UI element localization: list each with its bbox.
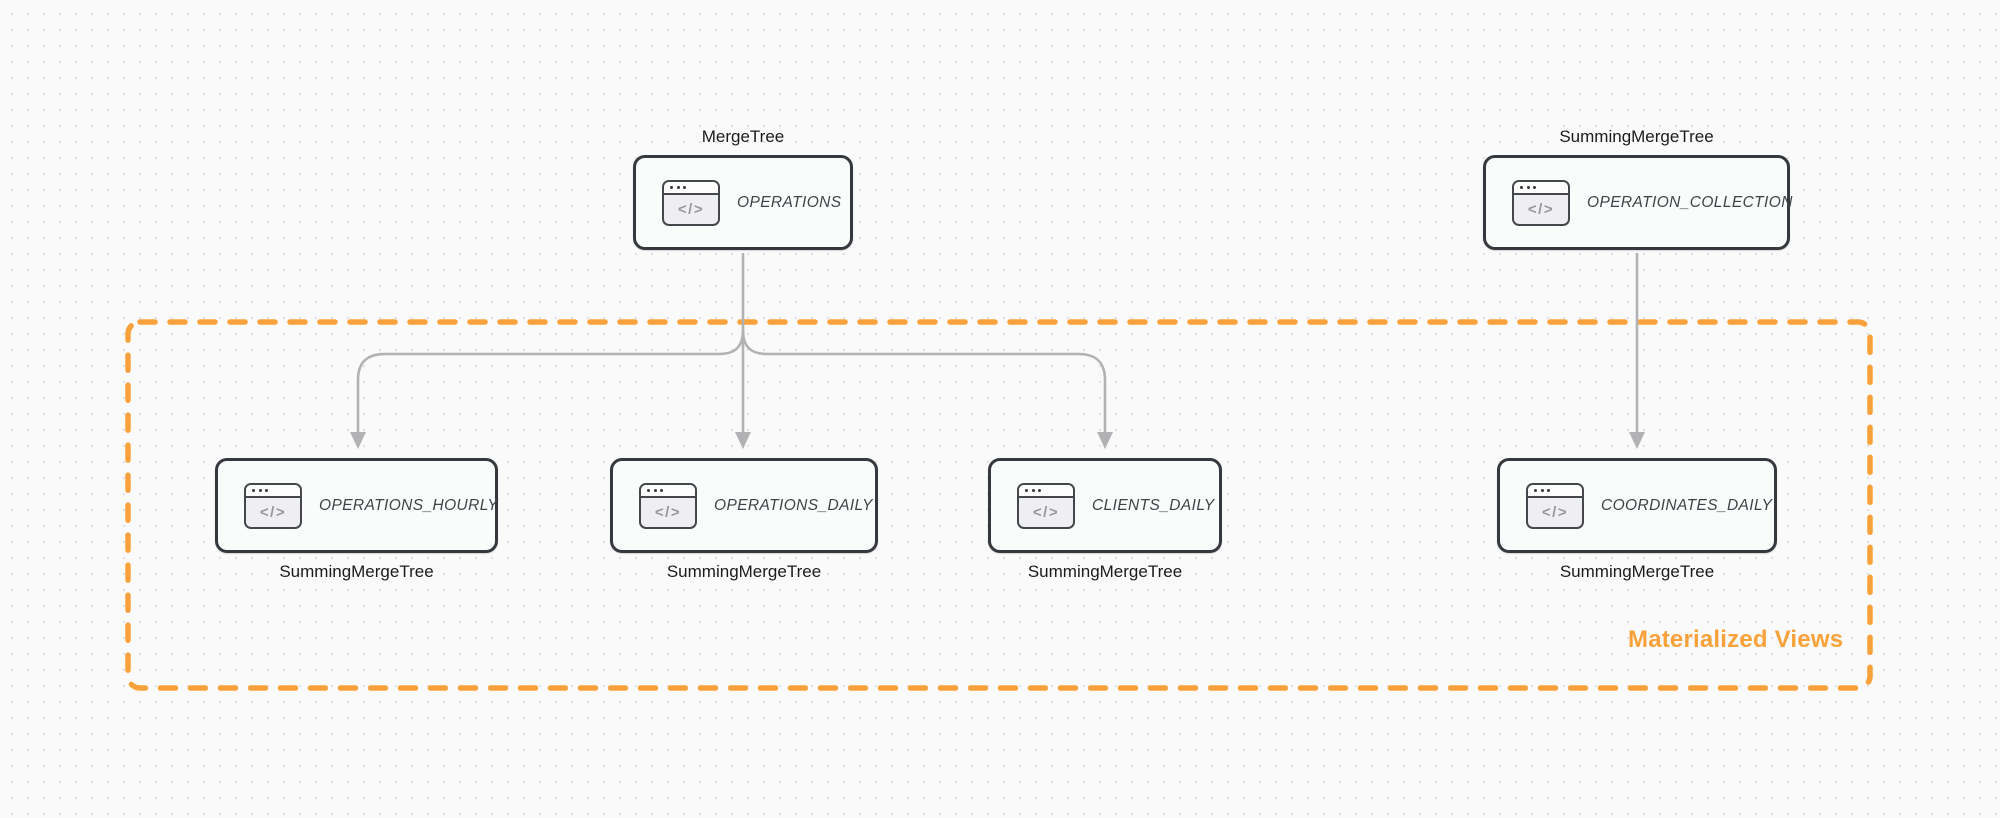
code-window-icon: </> (1017, 482, 1075, 529)
code-glyph: </> (654, 503, 682, 521)
node-coordinates-daily: </> COORDINATES_DAILY SummingMergeTree (1497, 458, 1777, 583)
code-glyph: </> (1527, 200, 1555, 218)
engine-label: SummingMergeTree (1027, 562, 1183, 581)
code-glyph: </> (259, 503, 287, 521)
window-titlebar (1528, 484, 1582, 498)
edge-operations-to-operations-hourly (356, 329, 745, 434)
arrowhead-operations-hourly (350, 432, 366, 449)
node-operations: MergeTree </> OPERATIONS (633, 126, 853, 250)
node-title: CLIENTS_DAILY (1092, 496, 1215, 514)
table-node-box: </> COORDINATES_DAILY (1497, 458, 1777, 553)
code-glyph: </> (1541, 503, 1569, 521)
code-window-icon: </> (244, 482, 302, 529)
table-node-box: </> CLIENTS_DAILY (988, 458, 1222, 553)
engine-label: SummingMergeTree (666, 562, 822, 581)
arrowhead-operations-daily (735, 432, 751, 449)
code-window-icon: </> (639, 482, 697, 529)
code-window-icon: </> (1526, 482, 1584, 529)
table-node-box: </> OPERATIONS (633, 155, 853, 250)
edge-operations-to-clients-daily (741, 329, 1107, 434)
code-window-icon: </> (662, 179, 720, 226)
arrowhead-clients-daily (1097, 432, 1113, 449)
code-glyph: </> (677, 200, 705, 218)
materialized-views-label: Materialized Views (1628, 626, 1844, 653)
window-titlebar (1514, 181, 1568, 195)
window-titlebar (641, 484, 695, 498)
node-title: OPERATIONS_DAILY (714, 496, 873, 514)
node-operation-collection: SummingMergeTree </> OPERATION_COLLECTIO… (1483, 126, 1793, 250)
node-title: OPERATIONS (737, 193, 842, 211)
node-title: OPERATION_COLLECTION (1587, 193, 1793, 211)
engine-label: SummingMergeTree (1559, 127, 1714, 146)
node-title: COORDINATES_DAILY (1601, 496, 1773, 514)
node-operations-daily: </> OPERATIONS_DAILY SummingMergeTree (610, 458, 878, 583)
window-titlebar (246, 484, 300, 498)
engine-label: MergeTree (701, 127, 785, 146)
engine-label: SummingMergeTree (279, 562, 434, 581)
window-titlebar (1019, 484, 1073, 498)
code-glyph: </> (1032, 503, 1060, 521)
engine-label: SummingMergeTree (1559, 562, 1715, 581)
table-node-box: </> OPERATIONS_DAILY (610, 458, 878, 553)
node-clients-daily: </> CLIENTS_DAILY SummingMergeTree (988, 458, 1222, 583)
node-operations-hourly: </> OPERATIONS_HOURLY SummingMergeTree (215, 458, 498, 583)
table-node-box: </> OPERATION_COLLECTION (1483, 155, 1793, 250)
table-node-box: </> OPERATIONS_HOURLY (215, 458, 498, 553)
window-titlebar (664, 181, 718, 195)
code-window-icon: </> (1512, 179, 1570, 226)
node-title: OPERATIONS_HOURLY (319, 496, 499, 514)
arrowhead-coordinates-daily (1629, 432, 1645, 449)
